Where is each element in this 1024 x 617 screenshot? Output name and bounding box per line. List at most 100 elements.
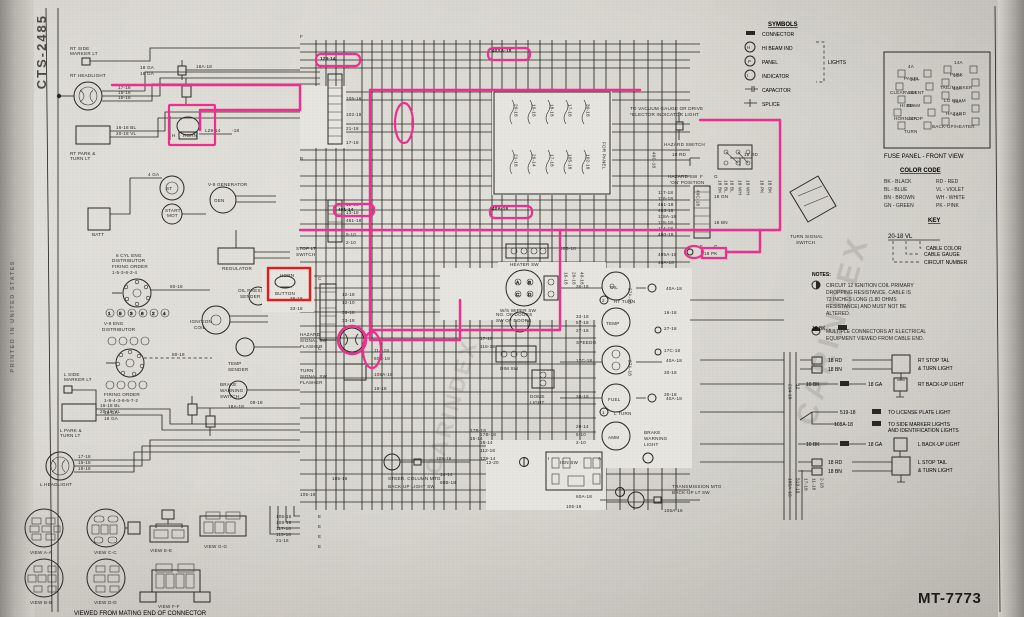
svg-text:TURN LT: TURN LT bbox=[60, 433, 80, 438]
svg-text:112-18: 112-18 bbox=[480, 448, 495, 453]
svg-text:17B-18: 17B-18 bbox=[470, 428, 486, 433]
svg-text:STOP LT: STOP LT bbox=[296, 246, 316, 251]
svg-text:TURN SIGNAL: TURN SIGNAL bbox=[790, 234, 823, 239]
svg-text:'ON' POSITION: 'ON' POSITION bbox=[670, 180, 704, 185]
svg-text:F: F bbox=[700, 244, 703, 249]
svg-text:27A-18: 27A-18 bbox=[628, 360, 633, 376]
svg-text:18 GA: 18 GA bbox=[140, 65, 155, 70]
svg-text:CIRCUIT 12 IGNITION COIL PRI: CIRCUIT 12 IGNITION COIL PRIMARY bbox=[826, 283, 914, 289]
svg-text:18 BN: 18 BN bbox=[828, 367, 842, 373]
svg-text:18 PK: 18 PK bbox=[760, 180, 765, 194]
svg-text:RT STOP TAL: RT STOP TAL bbox=[918, 358, 950, 364]
svg-text:CLEARVIDENT: CLEARVIDENT bbox=[890, 90, 924, 95]
svg-text:2: 2 bbox=[602, 298, 605, 303]
svg-text:I: I bbox=[747, 73, 748, 78]
svg-text:BK - BLACK: BK - BLACK bbox=[884, 179, 912, 185]
svg-text:BACK-UP LIGHT SW: BACK-UP LIGHT SW bbox=[388, 484, 435, 489]
svg-text:18 GA: 18 GA bbox=[868, 382, 883, 388]
svg-text:BL - BLUE: BL - BLUE bbox=[884, 187, 908, 193]
svg-text:NOTES:: NOTES: bbox=[812, 272, 831, 278]
svg-text:PANEL: PANEL bbox=[904, 76, 920, 81]
svg-text:TEMP: TEMP bbox=[228, 361, 242, 366]
svg-text:TEMP: TEMP bbox=[606, 321, 620, 326]
svg-text:RT HEADLIGHT: RT HEADLIGHT bbox=[70, 73, 106, 78]
svg-text:HAZARD: HAZARD bbox=[300, 332, 321, 337]
svg-text:20-18 VL: 20-18 VL bbox=[116, 131, 136, 136]
svg-text:15-14: 15-14 bbox=[480, 440, 493, 445]
svg-text:C: C bbox=[516, 292, 520, 297]
svg-text:FOR PANEL: FOR PANEL bbox=[602, 142, 607, 170]
svg-text:IGN SW: IGN SW bbox=[560, 460, 579, 465]
svg-text:519-18: 519-18 bbox=[840, 410, 856, 416]
svg-text:16 BK: 16 BK bbox=[812, 326, 826, 332]
svg-text:VIEW B-B: VIEW B-B bbox=[30, 600, 52, 605]
svg-text:BACK-UP/HEATER: BACK-UP/HEATER bbox=[932, 124, 975, 129]
svg-text:TAIL/MARKER: TAIL/MARKER bbox=[940, 85, 973, 90]
svg-text:27-18: 27-18 bbox=[576, 328, 589, 333]
svg-text:18 BN: 18 BN bbox=[828, 469, 842, 475]
svg-text:F: F bbox=[700, 174, 703, 179]
svg-text:40SA-18: 40SA-18 bbox=[492, 48, 512, 53]
svg-text:W/S WIPER SW: W/S WIPER SW bbox=[500, 308, 537, 313]
svg-text:18 GA: 18 GA bbox=[868, 442, 883, 448]
svg-text:DISTRIBUTOR: DISTRIBUTOR bbox=[102, 327, 136, 332]
svg-text:105A-16: 105A-16 bbox=[788, 478, 793, 497]
svg-text:HAZARD SW: HAZARD SW bbox=[668, 174, 698, 179]
svg-text:40A-18: 40A-18 bbox=[658, 260, 674, 265]
svg-text:HORN: HORN bbox=[183, 133, 197, 138]
svg-text:16-18: 16-18 bbox=[564, 272, 569, 285]
svg-text:SENDER: SENDER bbox=[228, 367, 249, 372]
svg-text:V-8 ENG: V-8 ENG bbox=[104, 321, 124, 326]
svg-text:1: 1 bbox=[602, 410, 605, 415]
svg-text:BATT: BATT bbox=[92, 232, 104, 237]
svg-text:HEATER SW: HEATER SW bbox=[510, 262, 539, 267]
svg-text:17-18: 17-18 bbox=[118, 85, 131, 90]
svg-text:33-18: 33-18 bbox=[342, 318, 355, 323]
svg-text:14A: 14A bbox=[953, 99, 963, 104]
svg-text:VIEW E-E: VIEW E-E bbox=[150, 548, 172, 553]
svg-text:18-18: 18-18 bbox=[118, 95, 131, 100]
svg-text:20-18: 20-18 bbox=[514, 104, 519, 117]
svg-text:TURN: TURN bbox=[904, 129, 918, 134]
svg-text:60B-18: 60B-18 bbox=[440, 480, 456, 485]
svg-text:6 CYL ENG: 6 CYL ENG bbox=[116, 253, 142, 258]
svg-text:115-18: 115-18 bbox=[276, 532, 291, 537]
svg-text:18 GA: 18 GA bbox=[140, 71, 155, 76]
svg-text:33-18: 33-18 bbox=[290, 306, 303, 311]
svg-text:E: E bbox=[318, 524, 321, 529]
svg-text:L TURN: L TURN bbox=[614, 411, 632, 416]
svg-text:G: G bbox=[714, 244, 718, 249]
svg-text:BACK-UP LT SW: BACK-UP LT SW bbox=[672, 490, 710, 495]
svg-text:17-18: 17-18 bbox=[480, 336, 493, 341]
svg-text:ST: ST bbox=[166, 186, 172, 191]
svg-text:40C-18: 40C-18 bbox=[652, 152, 657, 169]
svg-text:REGULATOR: REGULATOR bbox=[222, 266, 252, 271]
svg-text:405A-18: 405A-18 bbox=[658, 252, 677, 257]
svg-text:33-18: 33-18 bbox=[576, 314, 589, 319]
svg-text:DOME: DOME bbox=[530, 394, 545, 399]
svg-text:I: I bbox=[548, 456, 549, 461]
svg-text:H: H bbox=[172, 133, 176, 138]
svg-text:WH - WHITE: WH - WHITE bbox=[936, 195, 966, 201]
svg-text:L SIDE: L SIDE bbox=[64, 372, 80, 377]
svg-text:E: E bbox=[318, 544, 321, 549]
svg-text:129-14: 129-14 bbox=[320, 56, 336, 61]
svg-text:VIEW D-D: VIEW D-D bbox=[94, 600, 117, 605]
svg-text:TO LICENSE PLATE LIGHT: TO LICENSE PLATE LIGHT bbox=[888, 410, 951, 416]
svg-text:14-14: 14-14 bbox=[440, 472, 453, 477]
svg-text:D: D bbox=[528, 292, 532, 297]
svg-text:105-16: 105-16 bbox=[276, 514, 292, 519]
svg-text:14A: 14A bbox=[910, 77, 920, 82]
svg-text:1: 1 bbox=[108, 311, 111, 316]
svg-text:COLOR CODE: COLOR CODE bbox=[900, 168, 941, 174]
svg-text:129-14: 129-14 bbox=[480, 456, 496, 461]
svg-text:12-18: 12-18 bbox=[342, 292, 355, 297]
svg-text:18-18: 18-18 bbox=[550, 104, 555, 117]
svg-text:105-16: 105-16 bbox=[436, 456, 452, 461]
svg-text:16-18: 16-18 bbox=[118, 90, 131, 95]
svg-text:PK - PINK: PK - PINK bbox=[936, 203, 959, 209]
svg-text:RESISTANCE) AND MUST NOT BE: RESISTANCE) AND MUST NOT BE bbox=[826, 304, 907, 310]
svg-text:21-18: 21-18 bbox=[346, 126, 359, 131]
svg-text:12-20: 12-20 bbox=[486, 460, 499, 465]
